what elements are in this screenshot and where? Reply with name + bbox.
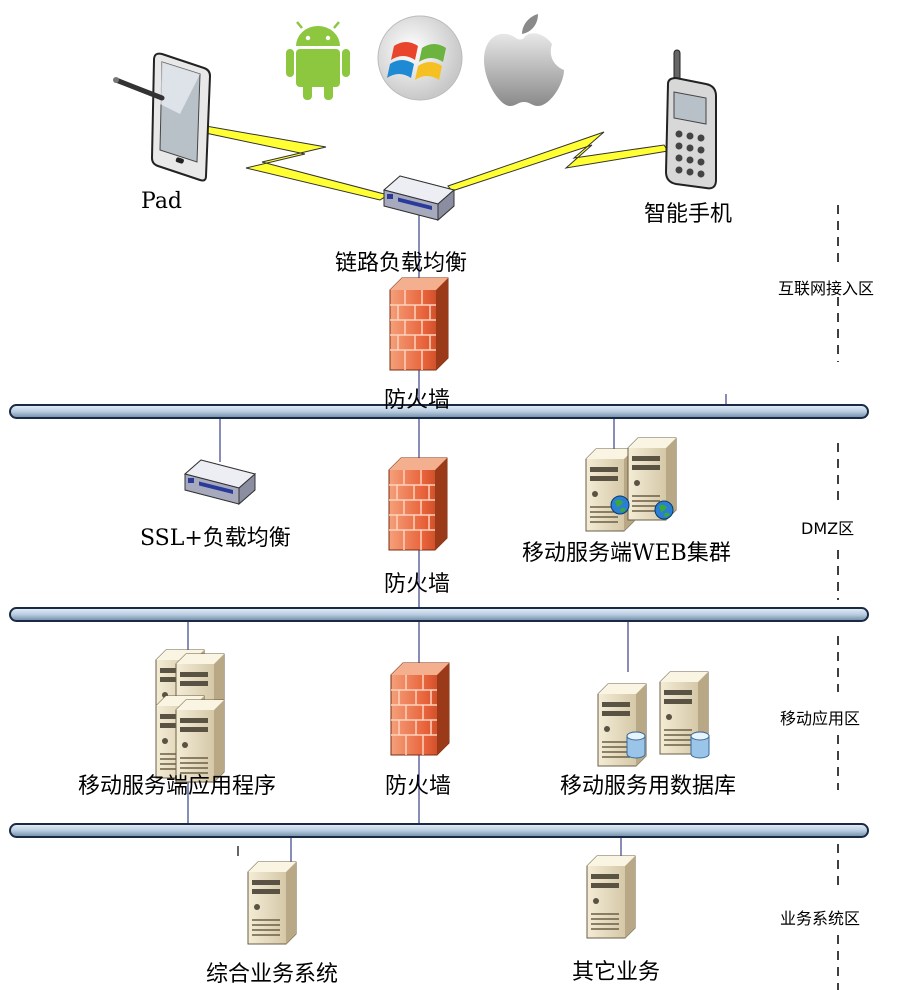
ssl-load-balancer-icon (184, 459, 256, 505)
app-server-icon (155, 649, 225, 783)
lightning-left-icon (195, 124, 390, 201)
firewall-3-icon (390, 662, 450, 756)
zone-business-label: 业务系统区 (780, 909, 861, 928)
app-server-label: 移动服务端应用程序 (78, 774, 277, 799)
biz-system-label: 综合业务系统 (206, 962, 339, 987)
other-biz-label: 其它业务 (572, 960, 661, 985)
windows-icon (377, 15, 463, 101)
smartphone-icon (664, 49, 717, 190)
bus-1 (9, 404, 869, 419)
database-label: 移动服务用数据库 (560, 774, 737, 799)
biz-system-server-icon (247, 861, 297, 945)
lightning-right-icon (447, 131, 669, 192)
bus-3 (9, 823, 869, 838)
web-cluster-label: 移动服务端WEB集群 (522, 541, 731, 566)
zone-internet-label: 互联网接入区 (778, 279, 875, 298)
firewall-3-label: 防火墙 (385, 774, 452, 799)
web-cluster-icon (585, 437, 677, 532)
pad-label: Pad (141, 189, 183, 214)
link-load-balancer-icon (383, 175, 455, 221)
firewall-1-icon (389, 277, 449, 371)
other-biz-server-icon (586, 855, 636, 939)
firewall-2-label: 防火墙 (384, 572, 451, 597)
ssl-lb-label: SSL+负载均衡 (140, 526, 291, 551)
zone-mobile-app-label: 移动应用区 (780, 709, 861, 728)
bus-2 (9, 607, 869, 622)
tablet-icon (113, 52, 212, 182)
firewall-1-label: 防火墙 (384, 388, 451, 413)
smartphone-label: 智能手机 (644, 202, 733, 227)
android-icon (286, 21, 350, 100)
firewall-2-icon (388, 457, 448, 551)
link-lb-label: 链路负载均衡 (335, 251, 468, 276)
database-icon (597, 671, 710, 767)
zone-dmz-label: DMZ区 (801, 519, 855, 538)
apple-icon (484, 14, 564, 107)
